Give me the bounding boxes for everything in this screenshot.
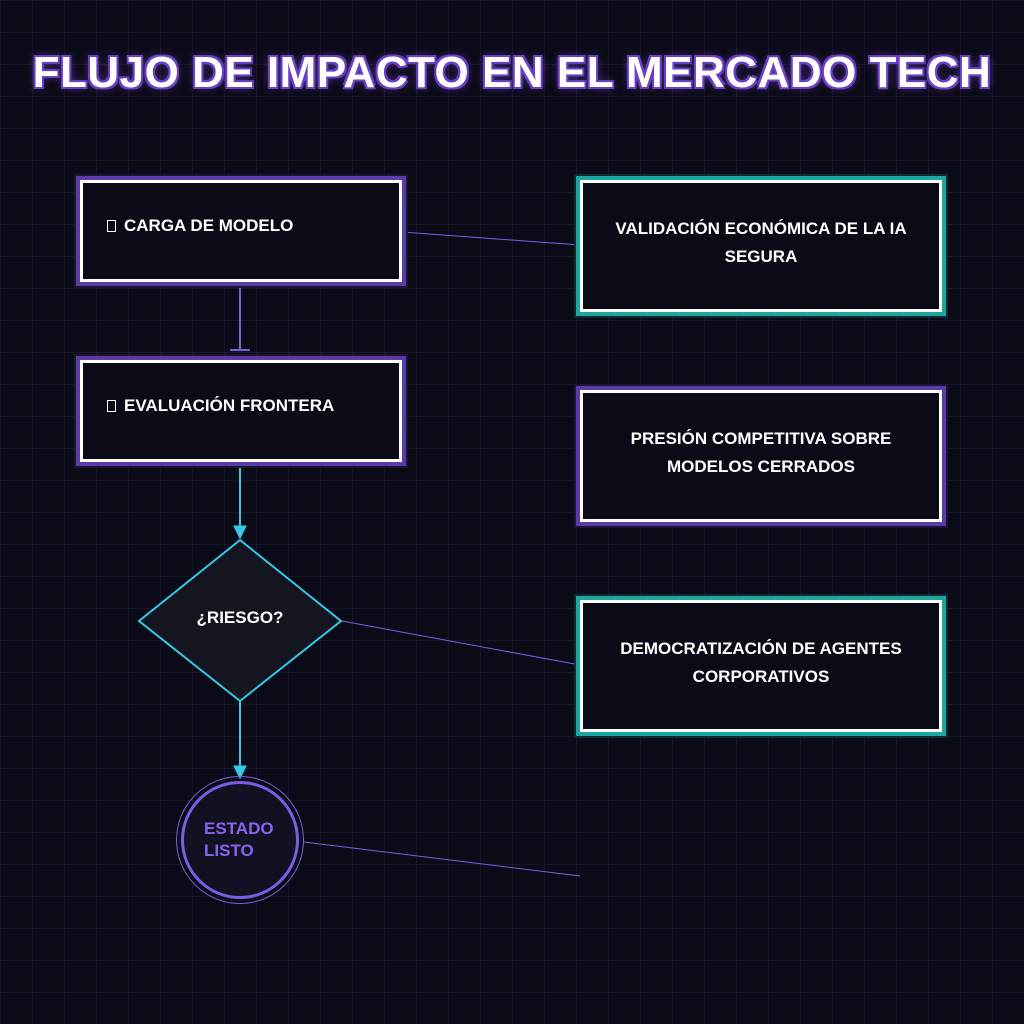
end-node-inner: ESTADO LISTO: [181, 781, 299, 899]
link-step1-impact1: [401, 231, 581, 246]
document-icon: [107, 220, 116, 232]
impact-box-presion: PRESIÓN COMPETITIVA SOBRE MODELOS CERRAD…: [580, 390, 942, 522]
decision-label: ¿RIESGO?: [196, 608, 284, 627]
end-node-label: ESTADO LISTO: [204, 819, 274, 860]
decision-diamond: [137, 538, 343, 703]
diagram-title: FLUJO DE IMPACTO EN EL MERCADO TECH: [32, 48, 992, 97]
impact-box-label: DEMOCRATIZACIÓN DE AGENTES CORPORATIVOS: [620, 639, 902, 686]
process-node-evaluacion-frontera: EVALUACIÓN FRONTERA: [80, 360, 402, 462]
process-node-label: EVALUACIÓN FRONTERA: [124, 396, 335, 415]
process-node-carga-de-modelo: CARGA DE MODELO: [80, 180, 402, 282]
impact-box-democratizacion: DEMOCRATIZACIÓN DE AGENTES CORPORATIVOS: [580, 600, 942, 732]
impact-box-label: VALIDACIÓN ECONÓMICA DE LA IA SEGURA: [615, 219, 907, 266]
process-node-label: CARGA DE MODELO: [124, 216, 294, 235]
impact-box-label: PRESIÓN COMPETITIVA SOBRE MODELOS CERRAD…: [630, 429, 892, 476]
end-node-estado-listo: ESTADO LISTO: [176, 776, 304, 904]
link-decision-impact3: [341, 620, 581, 666]
link-end-outcome: [303, 841, 581, 877]
impact-box-validacion: VALIDACIÓN ECONÓMICA DE LA IA SEGURA: [580, 180, 942, 312]
document-icon: [107, 400, 116, 412]
